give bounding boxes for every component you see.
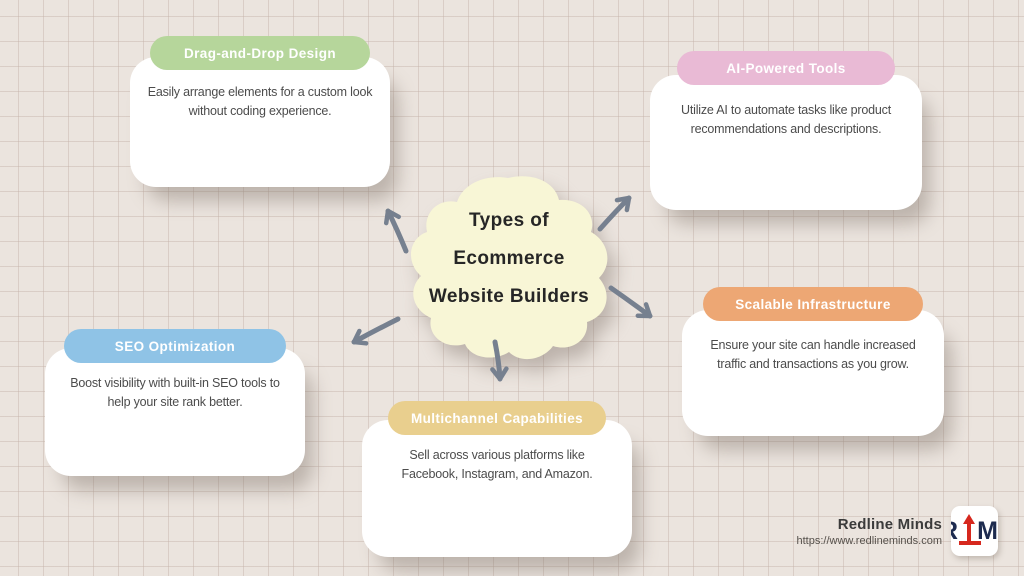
card-body-drag-and-drop-design: Easily arrange elements for a custom loo…: [130, 83, 390, 121]
card-scalable-infrastructure: Scalable Infrastructure Ensure your site…: [682, 287, 944, 436]
card-drag-and-drop-design: Drag-and-Drop Design Easily arrange elem…: [130, 36, 390, 187]
pill-seo-optimization: SEO Optimization: [64, 329, 286, 363]
arrow-to-seo: [351, 316, 401, 346]
pill-multichannel-capabilities: Multichannel Capabilities: [388, 401, 606, 435]
body-line: Sell across various platforms like: [409, 448, 585, 462]
card-seo-optimization: SEO Optimization Boost visibility with b…: [45, 329, 305, 476]
title-line-3: Website Builders: [428, 286, 590, 307]
brand-text-block: Redline Minds https://www.redlineminds.c…: [797, 516, 943, 547]
logo-letter-r: R: [951, 517, 958, 546]
card-ai-powered-tools: AI-Powered Tools Utilize AI to automate …: [650, 51, 922, 210]
body-line: Ensure your site can handle increased: [710, 338, 916, 352]
logo-letter-m: M: [977, 516, 998, 545]
body-line: Easily arrange elements for a custom loo…: [147, 85, 373, 99]
pill-scalable-infrastructure: Scalable Infrastructure: [703, 287, 923, 321]
pill-ai-powered-tools: AI-Powered Tools: [677, 51, 895, 85]
logo-up-arrow-icon: [959, 514, 982, 545]
card-body-ai-powered-tools: Utilize AI to automate tasks like produc…: [650, 101, 922, 139]
diagram-title: Types of Ecommerce Website Builders: [409, 202, 609, 316]
card-body-multichannel-capabilities: Sell across various platforms like Faceb…: [362, 446, 632, 484]
card-body-seo-optimization: Boost visibility with built-in SEO tools…: [45, 374, 305, 412]
body-line: Facebook, Instagram, and Amazon.: [401, 466, 593, 481]
center-blob: [410, 176, 608, 360]
card-multichannel-capabilities: Multichannel Capabilities Sell across va…: [362, 401, 632, 557]
body-line: help your site rank better.: [107, 394, 243, 409]
body-line: recommendations and descriptions.: [690, 121, 882, 136]
title-line-2: Ecommerce: [453, 248, 565, 269]
body-line: without coding experience.: [188, 103, 332, 118]
blob-shape: [410, 176, 608, 360]
pill-drag-and-drop-design: Drag-and-Drop Design: [150, 36, 370, 70]
body-line: traffic and transactions as you grow.: [717, 356, 909, 371]
brand-url: https://www.redlineminds.com: [796, 534, 943, 547]
brand-footer: Redline Minds https://www.redlineminds.c…: [797, 506, 998, 556]
redline-minds-logo: R M: [951, 506, 998, 556]
brand-name: Redline Minds: [837, 515, 942, 533]
body-line: Boost visibility with built-in SEO tools…: [70, 376, 280, 390]
body-line: Utilize AI to automate tasks like produc…: [681, 103, 891, 117]
title-line-1: Types of: [469, 210, 549, 231]
card-body-scalable-infrastructure: Ensure your site can handle increased tr…: [682, 336, 944, 374]
